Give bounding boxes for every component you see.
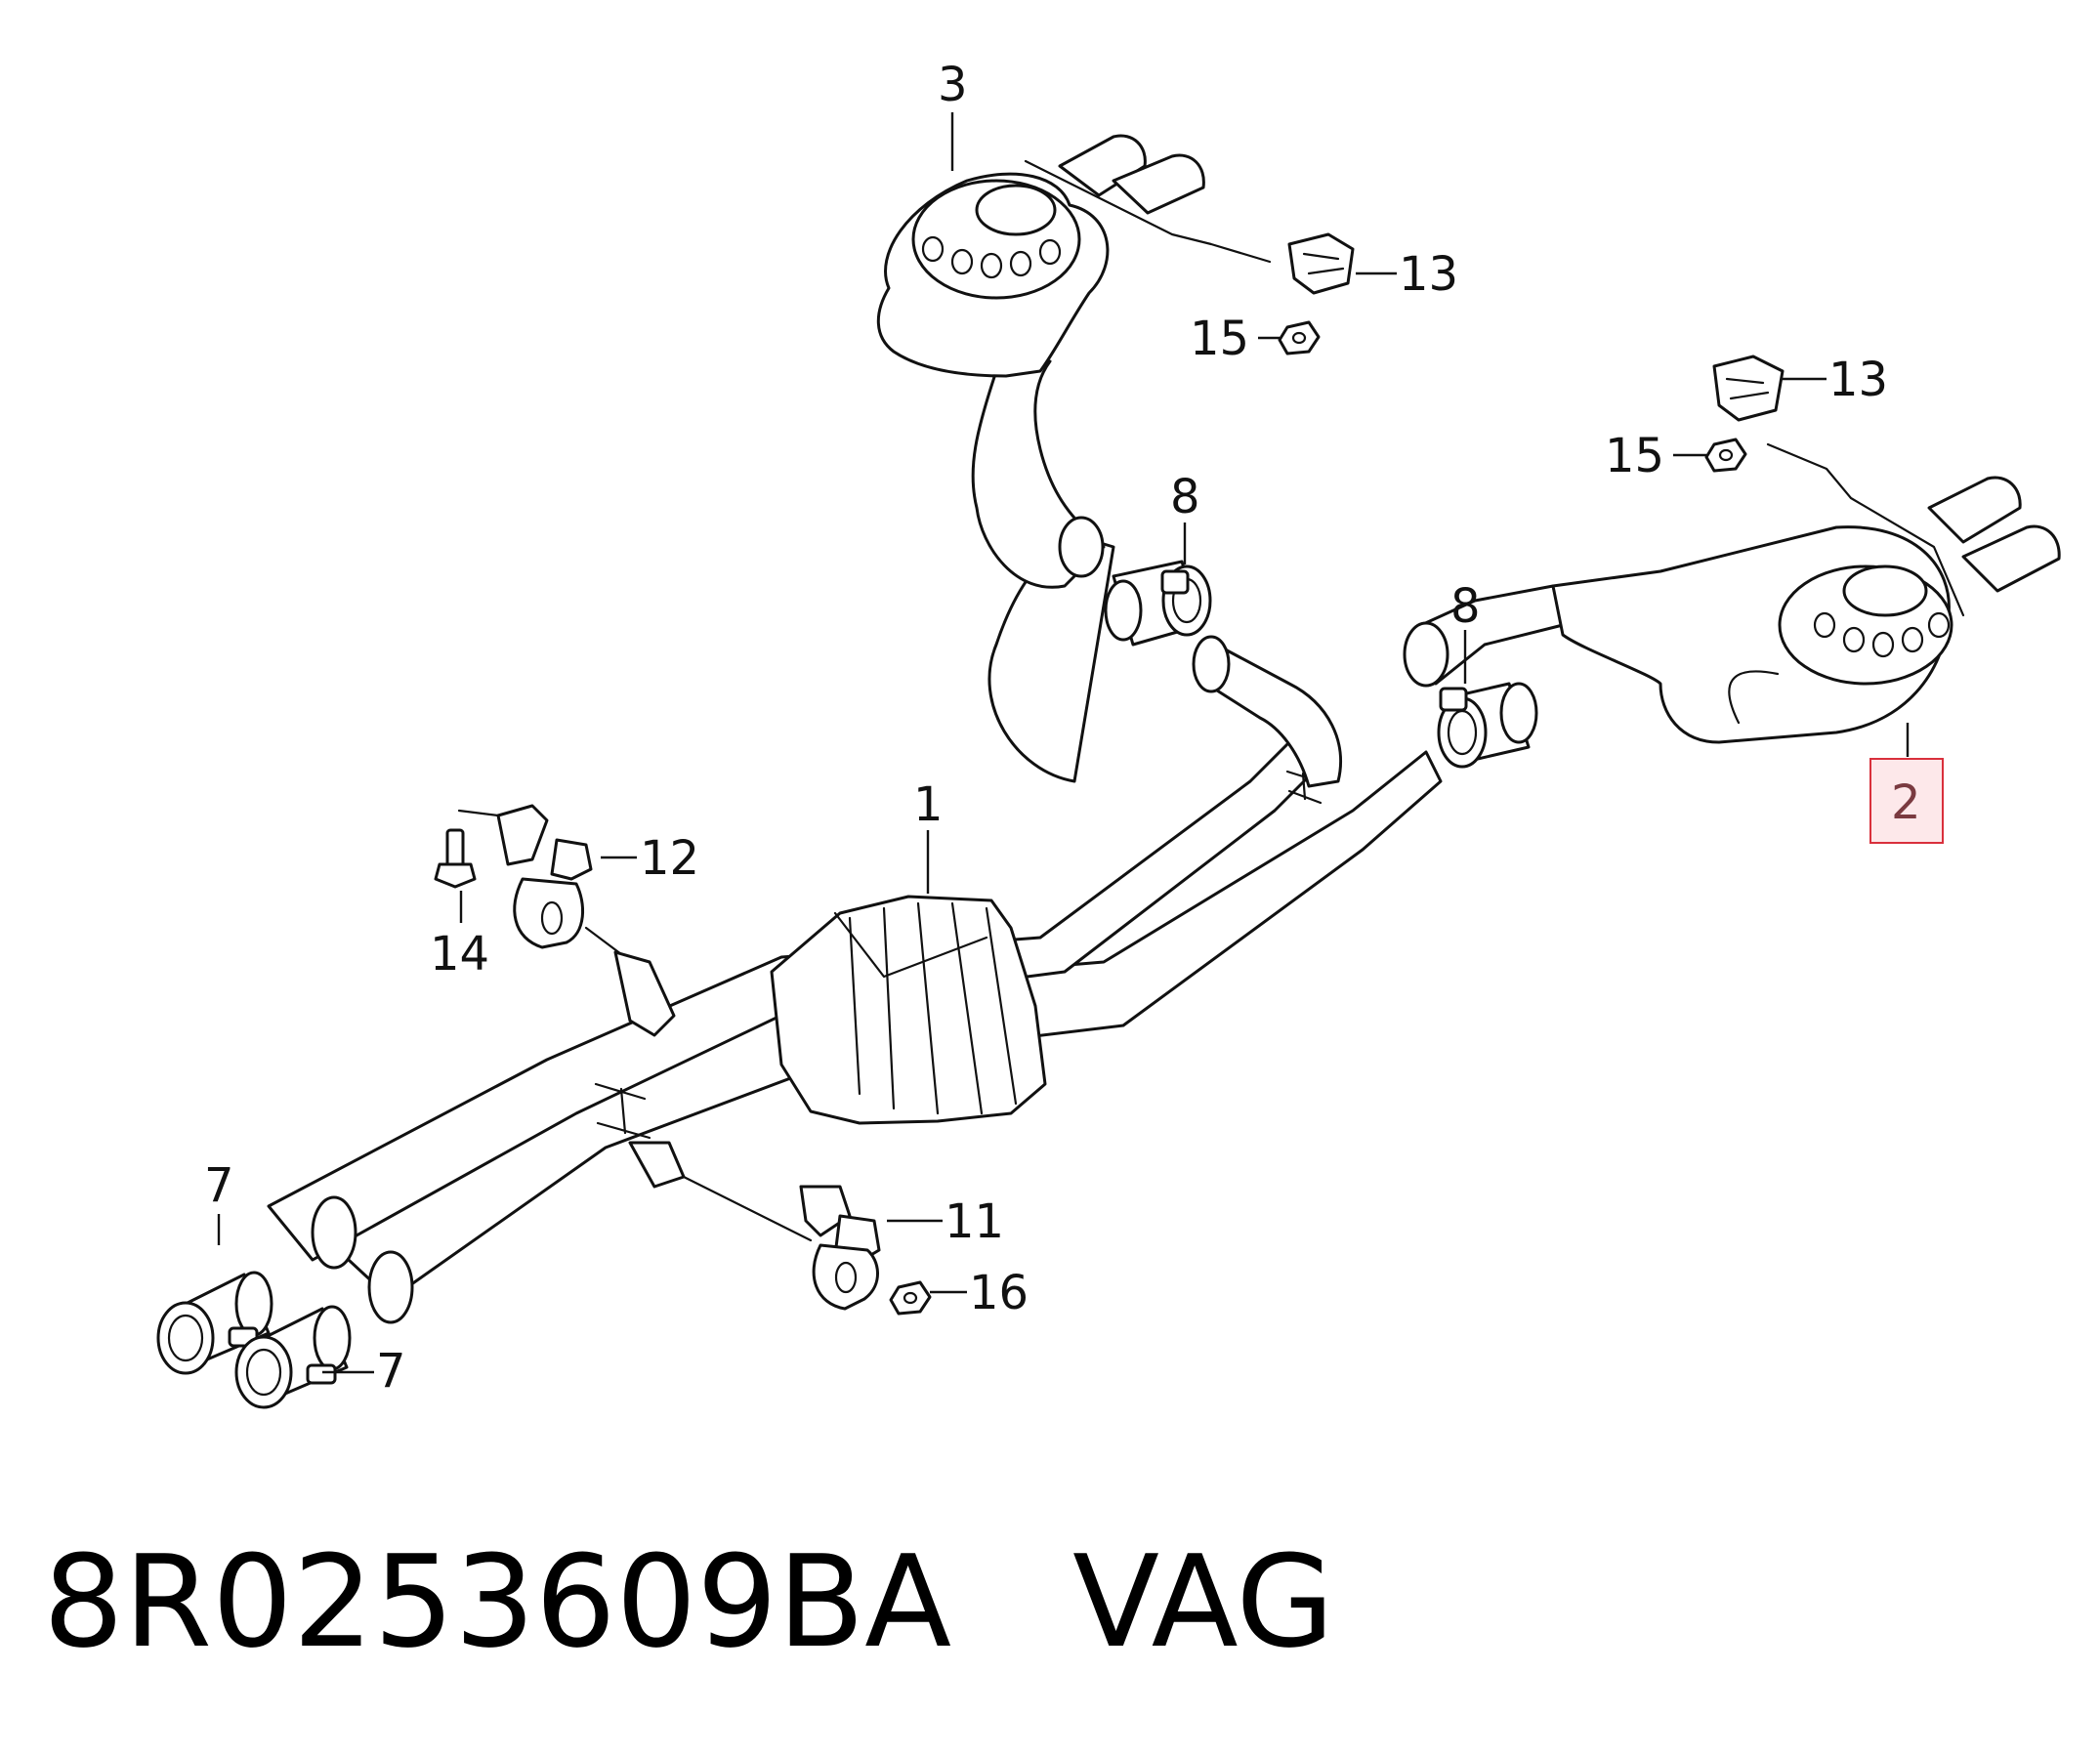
callout-8-left: 8 [1170, 470, 1200, 524]
leader-lines [217, 112, 1910, 1374]
callout-3: 3 [938, 58, 968, 112]
callout-1: 1 [913, 777, 944, 832]
bracket-11 [628, 1141, 881, 1311]
pipe-clamp-7-upper [156, 1271, 273, 1375]
callout-15-left: 15 [1190, 312, 1249, 366]
callout-7-upper: 7 [204, 1158, 234, 1213]
part-number-caption: 8R0253609BA VAG [43, 1538, 1334, 1665]
callout-13-left: 13 [1399, 247, 1458, 302]
callout-8-right: 8 [1450, 579, 1481, 634]
hanger-13-left [1287, 232, 1355, 295]
pipe-clamp-8-right [1437, 682, 1538, 769]
nut-16 [889, 1280, 932, 1316]
callout-12: 12 [640, 831, 699, 886]
callout-11: 11 [945, 1194, 1004, 1249]
highlight-box-2 [1869, 758, 1944, 844]
bracket-12 [457, 804, 676, 1037]
callout-13-right: 13 [1828, 353, 1888, 407]
callout-2-highlighted: 2 [1891, 775, 1921, 830]
rear-right-muffler [1551, 442, 2061, 744]
rear-left-pipe [971, 359, 1343, 788]
rear-left-muffler [876, 134, 1272, 378]
nut-15-left [1278, 320, 1321, 355]
hanger-13-right [1712, 355, 1785, 422]
center-muffler [770, 895, 1047, 1125]
caption-gap [951, 1527, 1072, 1676]
rear-right-pipe [1403, 584, 1565, 688]
callout-15-right: 15 [1605, 429, 1664, 483]
part-number: 8R0253609BA [43, 1527, 952, 1676]
bolt-14 [434, 828, 477, 889]
brand-name: VAG [1072, 1527, 1335, 1676]
callout-14: 14 [430, 927, 489, 982]
callout-16: 16 [969, 1266, 1029, 1320]
nut-15-right [1704, 438, 1747, 473]
pipe-clamp-7-lower [234, 1305, 352, 1409]
pipe-clamp-8-left [1104, 560, 1212, 647]
callout-7-lower: 7 [376, 1344, 406, 1399]
